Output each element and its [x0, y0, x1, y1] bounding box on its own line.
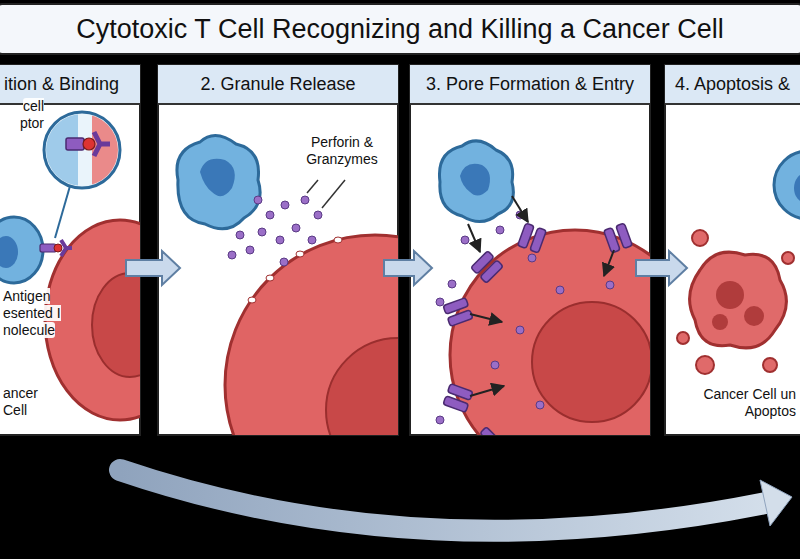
label-text: Perforin & Granzymes: [306, 134, 378, 167]
panel-ground: [665, 65, 800, 435]
panel-title: 3. Pore Formation & Entry: [426, 74, 634, 95]
perforin-pore: [443, 384, 473, 413]
step-arrow: [636, 251, 687, 285]
leader-line: [322, 180, 345, 208]
callout-label: Cancer Cell un Apoptos: [688, 386, 796, 420]
step-panel: 3. Pore Formation & Entry: [410, 65, 650, 435]
diagram-title: Cytotoxic T Cell Recognizing and Killing…: [0, 6, 800, 52]
granules: [436, 211, 614, 424]
perforin-pore: [604, 223, 633, 253]
cancer-cell: [225, 235, 398, 435]
magnifier-leader: [55, 186, 70, 238]
perforin-pore: [471, 427, 504, 435]
panel-title: ition & Binding: [4, 74, 119, 95]
panel-2-art: [177, 135, 398, 435]
nuclear-fragment: [712, 314, 728, 330]
sequence-arrow-head: [760, 480, 792, 526]
t-cell-nucleus: [460, 164, 490, 196]
t-cell-nucleus: [0, 236, 18, 268]
mhc-molecule: [61, 240, 72, 256]
perforin-pore: [443, 298, 473, 327]
title-text: Cytotoxic T Cell Recognizing and Killing…: [76, 14, 723, 45]
panel-title: 2. Granule Release: [200, 74, 355, 95]
membrane-holes: [248, 237, 342, 303]
apoptotic-body: [782, 252, 794, 264]
label-text: ancer Cell: [3, 385, 38, 418]
cancer-nucleus: [326, 338, 398, 435]
t-cell: [439, 141, 513, 222]
granules: [228, 196, 322, 266]
callout-label: ancer Cell: [3, 385, 53, 419]
t-cell: [774, 151, 800, 219]
panel-title: 4. Apoptosis &: [675, 74, 790, 95]
label-text: Antigen esented I nolecule: [3, 288, 61, 338]
magnified-antigen: [83, 138, 95, 150]
apoptotic-body: [696, 356, 714, 374]
apoptotic-body: [692, 230, 708, 246]
magnified-receptor: [66, 138, 84, 150]
step-panel: 4. Apoptosis &: [665, 65, 800, 435]
perforin-pore: [471, 251, 504, 284]
callout-label: Perforin & Granzymes: [292, 134, 392, 168]
t-cell-nucleus: [200, 159, 235, 196]
perforin-pore: [518, 223, 547, 253]
label-text: cell ptor: [20, 98, 44, 131]
cancer-nucleus: [532, 302, 650, 422]
magnified-mhc: [94, 132, 110, 156]
panel-3-art: [436, 141, 650, 435]
panel-4-art: [677, 151, 800, 374]
label-text: Cancer Cell un Apoptos: [703, 386, 796, 419]
entry-arrow: [604, 250, 614, 276]
leader-line: [307, 180, 318, 193]
step-arrow: [126, 251, 180, 285]
panel-header: 2. Granule Release: [158, 65, 398, 105]
step-arrow: [384, 251, 432, 285]
title-banner: [0, 4, 800, 54]
cancer-nucleus: [92, 273, 140, 377]
t-cell-nucleus: [794, 173, 800, 203]
nuclear-fragment: [744, 306, 764, 326]
antigen: [54, 244, 62, 252]
panel-header: 4. Apoptosis &: [665, 65, 800, 105]
entry-arrow: [512, 196, 528, 222]
sequence-arrow: [120, 470, 766, 531]
step-panel: 2. Granule Release: [158, 65, 398, 435]
panel-1-art: [0, 110, 140, 420]
apoptotic-body: [763, 358, 777, 372]
entry-arrow: [470, 314, 502, 322]
entry-arrow: [470, 386, 504, 396]
panel-header: ition & Binding: [0, 65, 140, 105]
apoptotic-cell: [690, 252, 787, 348]
nuclear-fragment: [716, 281, 744, 309]
callout-label: Antigen esented I nolecule: [3, 288, 79, 339]
cancer-cell: [450, 230, 650, 435]
t-cell: [0, 217, 43, 283]
callout-label: cell ptor: [0, 98, 44, 132]
t-cell: [177, 135, 260, 228]
apoptotic-body: [677, 332, 689, 344]
panel-header: 3. Pore Formation & Entry: [410, 65, 650, 105]
magnified-cancer-cell: [92, 110, 132, 190]
entry-arrow: [468, 224, 480, 252]
